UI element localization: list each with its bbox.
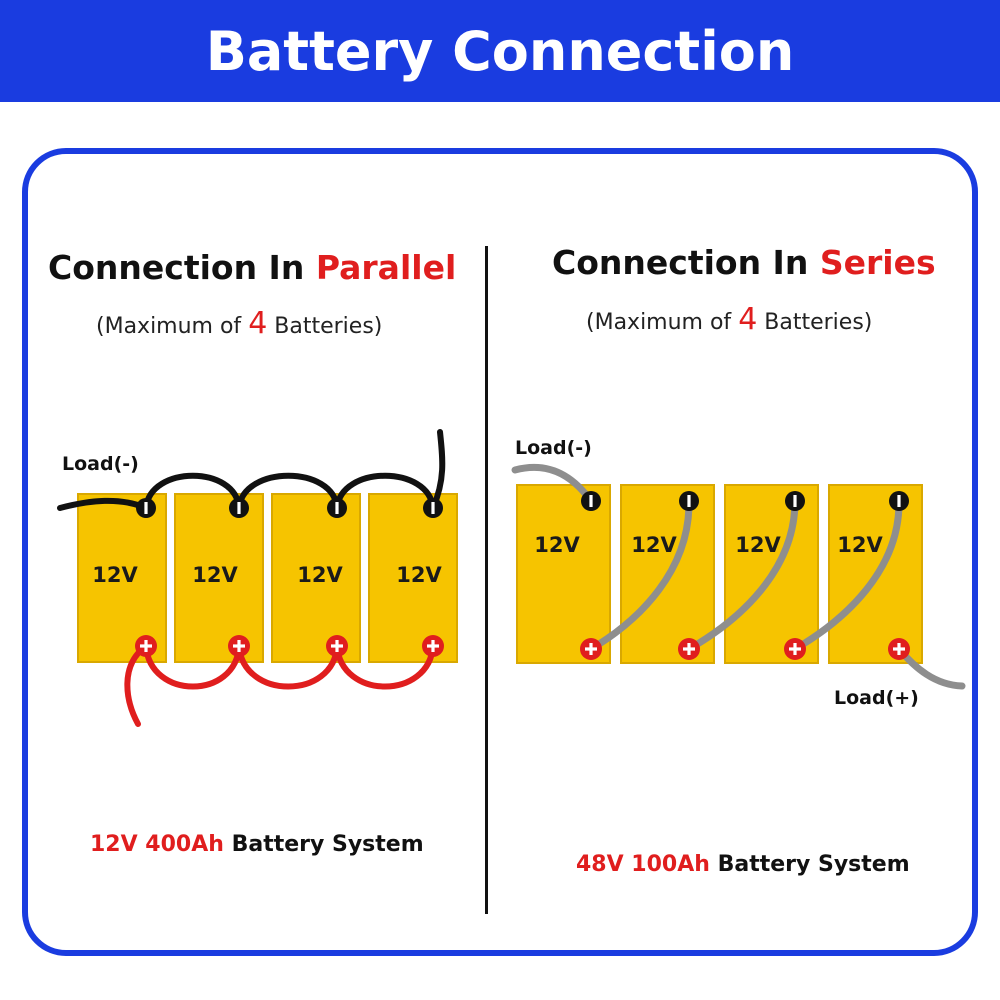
- parallel-battery-4: 12V: [368, 493, 458, 663]
- parallel-title: Connection In Parallel: [48, 248, 456, 287]
- parallel-footer-rest: Battery System: [223, 832, 424, 857]
- series-title-prefix: Connection In: [552, 243, 820, 282]
- parallel-battery-1-label: 12V: [92, 563, 138, 587]
- parallel-battery-3-label: 12V: [297, 563, 343, 587]
- parallel-battery-4-label: 12V: [396, 563, 442, 587]
- series-battery-4-label: 12V: [837, 533, 883, 557]
- parallel-pos-terminal-1: [135, 635, 157, 657]
- series-load-negative-label: Load(-): [515, 437, 592, 459]
- series-subtitle-number: 4: [738, 302, 758, 337]
- series-subtitle-suffix: Batteries): [757, 310, 873, 335]
- parallel-battery-1: 12V: [77, 493, 167, 663]
- series-footer-rest: Battery System: [709, 852, 910, 877]
- series-pos-terminal-1: [580, 638, 602, 660]
- series-pos-terminal-2: [678, 638, 700, 660]
- parallel-subtitle-number: 4: [248, 306, 268, 341]
- parallel-neg-terminal-4: [423, 498, 443, 518]
- series-battery-3-label: 12V: [735, 533, 781, 557]
- parallel-neg-terminal-2: [229, 498, 249, 518]
- parallel-footer-accent: 12V 400Ah: [90, 832, 224, 857]
- parallel-neg-terminal-1: [136, 498, 156, 518]
- series-footer-accent: 48V 100Ah: [576, 852, 710, 877]
- series-wires: [511, 463, 966, 690]
- series-neg-terminal-4: [889, 491, 909, 511]
- parallel-battery-2-label: 12V: [192, 563, 238, 587]
- series-load-positive-label: Load(+): [834, 687, 919, 709]
- section-divider: [485, 246, 488, 914]
- header-banner: Battery Connection: [0, 0, 1000, 102]
- parallel-neg-terminal-3: [327, 498, 347, 518]
- parallel-subtitle: (Maximum of 4 Batteries): [96, 306, 382, 341]
- parallel-subtitle-prefix: (Maximum of: [96, 314, 249, 339]
- series-subtitle: (Maximum of 4 Batteries): [586, 302, 872, 337]
- page-title: Battery Connection: [205, 19, 795, 83]
- series-battery-2-label: 12V: [631, 533, 677, 557]
- parallel-load-negative-label: Load(-): [62, 453, 139, 475]
- series-battery-1-label: 12V: [534, 533, 580, 557]
- series-pos-terminal-4: [888, 638, 910, 660]
- series-battery-1: 12V: [516, 484, 611, 664]
- series-neg-terminal-1: [581, 491, 601, 511]
- parallel-pos-terminal-2: [228, 635, 250, 657]
- parallel-battery-2: 12V: [174, 493, 264, 663]
- series-title: Connection In Series: [552, 243, 936, 282]
- parallel-title-accent: Parallel: [315, 248, 457, 287]
- parallel-footer: 12V 400Ah Battery System: [90, 832, 424, 857]
- parallel-battery-3: 12V: [271, 493, 361, 663]
- series-pos-terminal-3: [784, 638, 806, 660]
- parallel-pos-terminal-3: [326, 635, 348, 657]
- series-title-accent: Series: [819, 243, 936, 282]
- parallel-pos-terminal-4: [422, 635, 444, 657]
- series-battery-4: 12V: [828, 484, 923, 664]
- parallel-title-prefix: Connection In: [48, 248, 316, 287]
- parallel-subtitle-suffix: Batteries): [267, 314, 383, 339]
- series-footer: 48V 100Ah Battery System: [576, 852, 910, 877]
- series-neg-terminal-2: [679, 491, 699, 511]
- series-neg-terminal-3: [785, 491, 805, 511]
- series-subtitle-prefix: (Maximum of: [586, 310, 739, 335]
